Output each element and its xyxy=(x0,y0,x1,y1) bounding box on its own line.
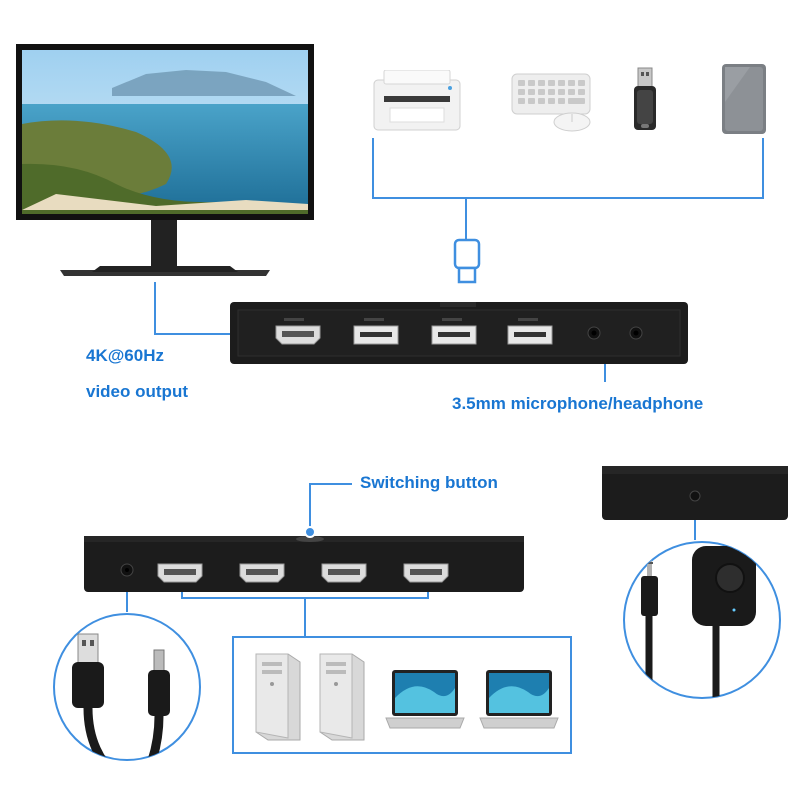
kvm-switch-front-panel xyxy=(84,536,524,592)
switching-button-label: Switching button xyxy=(360,473,498,492)
desktop-pc-icon xyxy=(248,650,302,742)
laptop-icon xyxy=(384,668,466,736)
monitor-icon xyxy=(16,44,314,284)
keyboard-mouse-icon xyxy=(510,70,600,132)
usb-plug-icon xyxy=(450,238,484,286)
switching-button-marker xyxy=(304,526,316,538)
power-cable-icon xyxy=(52,612,202,762)
printer-icon xyxy=(370,70,464,132)
hard-drive-icon xyxy=(720,62,768,136)
switch-side-view xyxy=(602,466,788,520)
audio-label: 3.5mm microphone/headphone xyxy=(452,394,704,413)
remote-switch-icon xyxy=(612,540,792,700)
laptop-icon xyxy=(478,668,560,736)
video-output-label: video output xyxy=(86,382,188,401)
kvm-switch-rear-panel xyxy=(230,302,688,364)
video-resolution-label: 4K@60Hz xyxy=(86,346,164,365)
usb-drive-icon xyxy=(628,66,662,136)
desktop-pc-icon xyxy=(312,650,366,742)
